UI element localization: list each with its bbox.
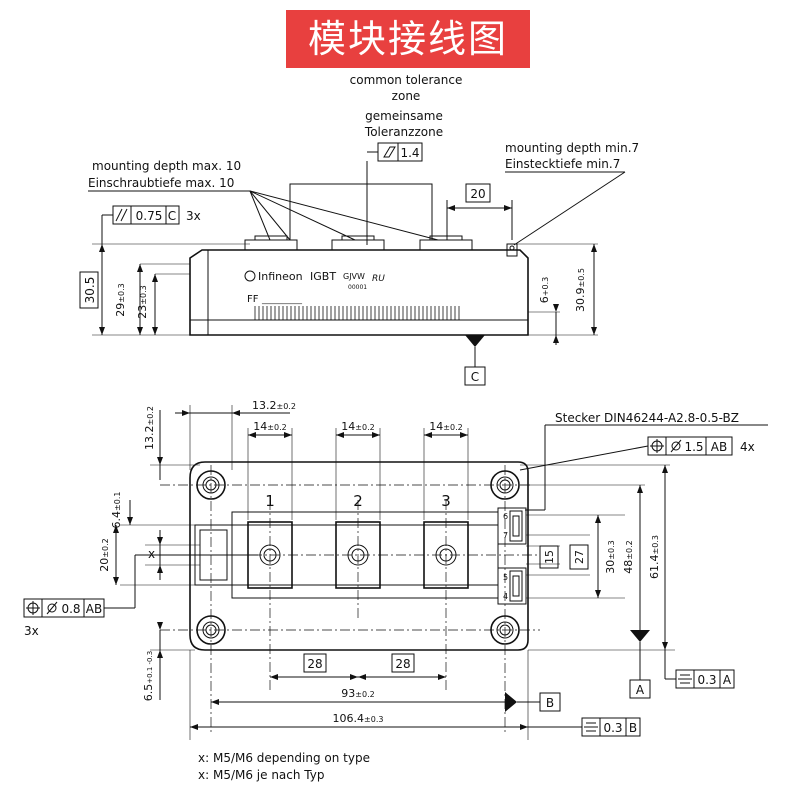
- pin-5-label: 5: [503, 573, 508, 582]
- mounting-max-en: mounting depth max. 10: [92, 159, 241, 173]
- mounting-min-de: Einstecktiefe min.7: [505, 157, 620, 171]
- parallel-icon: [115, 208, 123, 222]
- dim-14-b: 14±0.2: [341, 420, 374, 433]
- dim-15: 15: [543, 550, 556, 564]
- dim-13-2-v: 13.2±0.2: [143, 406, 156, 450]
- common-tolerance-en-2: zone: [392, 89, 421, 103]
- position-tolerance-frame: 1.5 AB 4x: [519, 436, 755, 471]
- title-banner: 模块接线图: [286, 10, 530, 68]
- dim-27: 27: [573, 550, 586, 564]
- plan-view: 13.2±0.2 13.2±0.2 14±0.2 14±0.2 14±0.2 S…: [23, 399, 768, 782]
- hole-tol-count: 3x: [24, 624, 39, 638]
- pos-tol-ref: AB: [711, 440, 727, 454]
- dim-93: 93±0.2: [341, 687, 374, 700]
- dim-106-4: 106.4±0.3: [333, 712, 384, 725]
- dim-14-a: 14±0.2: [253, 420, 286, 433]
- module-code-2: 00001: [348, 284, 367, 291]
- pin-6-label: 6: [503, 512, 508, 521]
- hole-tolerance-frame: 0.8 AB 3x: [23, 554, 258, 638]
- common-tolerance-de-1: gemeinsame: [365, 109, 443, 123]
- hole-tol-ref: AB: [86, 602, 102, 616]
- ul-mark: RU: [372, 274, 385, 284]
- dim-23: 23±0.3: [136, 285, 149, 318]
- pin-7-label: 7: [503, 531, 508, 540]
- module-type: IGBT: [310, 270, 336, 283]
- aux-connector-upper: 6 7: [497, 507, 527, 545]
- pos-tol-count: 4x: [740, 440, 755, 454]
- dim-48: 48±0.2: [622, 540, 635, 573]
- parallelism-frame: 0.75 C 3x: [101, 205, 201, 244]
- flat-ref-a: A: [723, 673, 732, 687]
- fin-hatch: [254, 306, 460, 320]
- dim-28-a: 28: [307, 657, 322, 671]
- flatness-b-frame: 0.3 B: [528, 717, 641, 737]
- dim-20-top: 20: [470, 187, 485, 201]
- brand-name: Infineon: [258, 270, 303, 283]
- dim-13-2-h: 13.2±0.2: [252, 399, 296, 412]
- note-de: x: M5/M6 je nach Typ: [198, 768, 324, 782]
- hole-diameter-icon: [47, 603, 57, 613]
- datum-b-label: B: [546, 696, 554, 710]
- profile-tolerance-value: 1.4: [400, 146, 419, 160]
- dim-14-c: 14±0.2: [429, 420, 462, 433]
- module-side-body: Infineon IGBT GJVW 00001 RU FF _________…: [189, 235, 529, 386]
- dim-6-4: 6.4±0.1: [110, 492, 123, 529]
- mounting-max-de: Einschraubtiefe max. 10: [88, 176, 234, 190]
- brand-logo-icon: [244, 270, 256, 282]
- parallel-count: 3x: [186, 209, 201, 223]
- flatness-a-frame: 0.3 A: [664, 650, 735, 689]
- pos-tol-value: 1.5: [684, 440, 703, 454]
- series-blank: __________: [261, 295, 303, 304]
- dim-6: 6+0.3: [538, 277, 551, 303]
- side-view: common tolerance zone gemeinsame Toleran…: [79, 73, 639, 386]
- diameter-icon: [671, 441, 681, 451]
- mounting-min-en: mounting depth min.7: [505, 141, 639, 155]
- dim-30-right: 30±0.3: [604, 540, 617, 573]
- parallel-tolerance-value: 0.75: [136, 209, 163, 223]
- aux-connector-lower: 5 4: [497, 567, 527, 605]
- dim-29: 29±0.3: [114, 283, 127, 316]
- module-code-1: GJVW: [343, 272, 365, 281]
- pin-4-label: 4: [503, 592, 508, 601]
- hole-tol-value: 0.8: [61, 602, 80, 616]
- parallel-ref: C: [168, 209, 176, 223]
- dim-6-5: 6.5+0.1 -0.3: [142, 651, 155, 701]
- common-tolerance-en-1: common tolerance: [350, 73, 463, 87]
- datum-c-label: C: [471, 370, 479, 384]
- profile-icon: [383, 146, 396, 158]
- dim-28-b: 28: [395, 657, 410, 671]
- flat-ref-b: B: [629, 721, 637, 735]
- profile-tolerance-frame: 1.4: [366, 142, 423, 245]
- datum-a-label: A: [636, 683, 645, 697]
- dim-30-9: 30.9±0.5: [574, 268, 587, 312]
- connector-label: Stecker DIN46244-A2.8-0.5-BZ: [555, 411, 739, 425]
- note-en: x: M5/M6 depending on type: [198, 751, 370, 765]
- dim-20-left: 20±0.2: [98, 538, 111, 571]
- flat-tol-b: 0.3: [603, 721, 622, 735]
- common-tolerance-de-2: Toleranzzone: [364, 125, 443, 139]
- title-text: 模块接线图: [307, 17, 508, 61]
- dim-61-4: 61.4±0.3: [648, 535, 661, 579]
- flat-tol-a: 0.3: [697, 673, 716, 687]
- series-label: FF: [247, 294, 259, 305]
- dim-14-group: 14±0.2 14±0.2 14±0.2: [247, 420, 469, 520]
- dim-x: x: [148, 547, 155, 561]
- dim-30-5: 30.5: [83, 277, 97, 304]
